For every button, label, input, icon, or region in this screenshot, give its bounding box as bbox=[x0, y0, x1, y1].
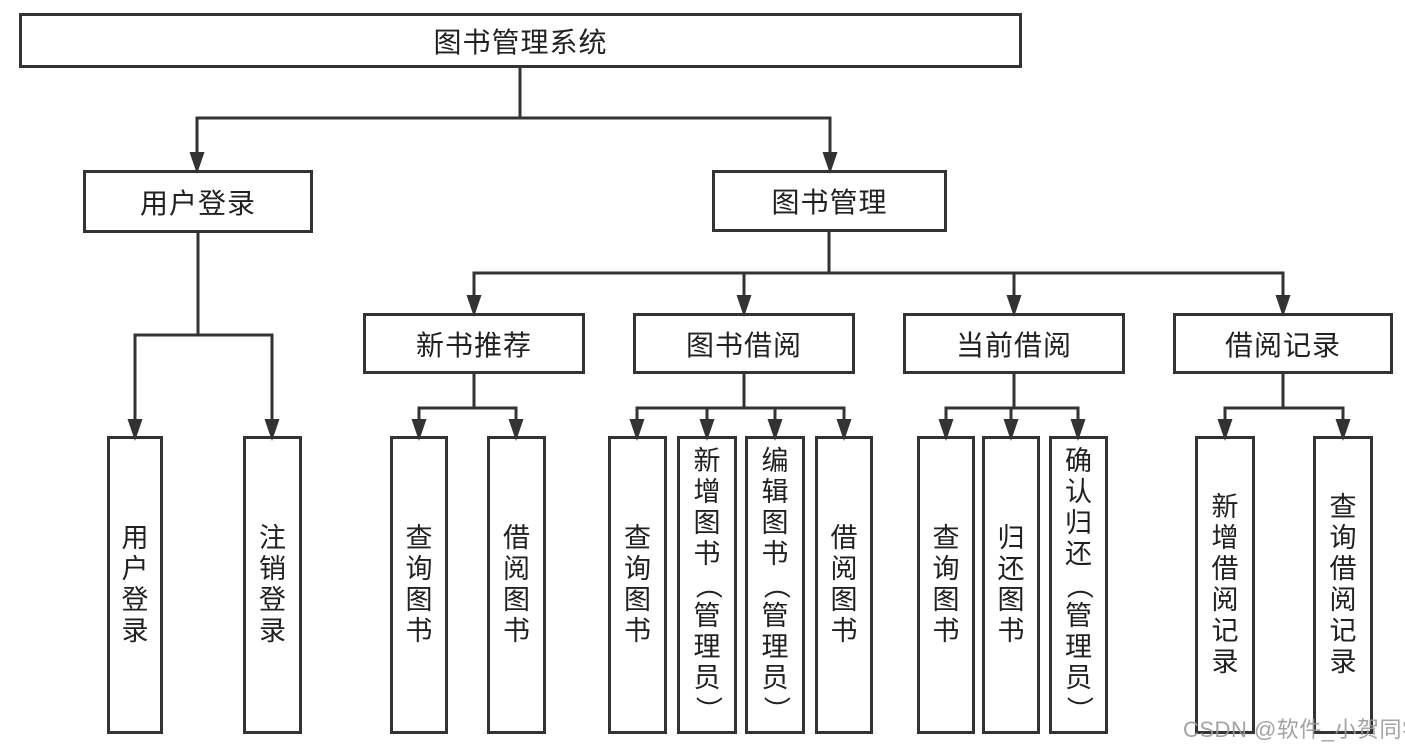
leaf-label: 查询图书 bbox=[932, 523, 960, 646]
node-label: 图书管理系统 bbox=[433, 26, 608, 58]
leaf-label: 借阅图书 bbox=[503, 523, 530, 646]
node-label: 图书管理 bbox=[771, 187, 888, 218]
leaf-borrow-books-borrow: 借阅图书 bbox=[815, 436, 873, 734]
node-label: 新书推荐 bbox=[415, 329, 532, 361]
leaf-label: 确认归还（管理员） bbox=[1064, 445, 1094, 723]
watermark: CSDN @软件_小贺同学 bbox=[1183, 717, 1405, 742]
leaf-label: 查询借阅记录 bbox=[1329, 492, 1357, 677]
leaf-label: 查询图书 bbox=[405, 523, 433, 646]
leaf-label: 注销登录 bbox=[259, 523, 286, 646]
node-library-management-system: 图书管理系统 bbox=[19, 13, 1022, 68]
leaf-borrow-books-newrec: 借阅图书 bbox=[487, 436, 546, 734]
leaf-label: 借阅图书 bbox=[830, 523, 858, 646]
node-label: 图书借阅 bbox=[685, 329, 802, 361]
leaf-add-books-admin: 新增图书（管理员） bbox=[677, 436, 737, 734]
leaf-label: 查询图书 bbox=[624, 523, 651, 646]
node-book-borrowing: 图书借阅 bbox=[633, 313, 855, 374]
leaf-query-books-borrow: 查询图书 bbox=[608, 436, 667, 734]
node-new-book-recommend: 新书推荐 bbox=[363, 313, 585, 374]
leaf-label: 用户登录 bbox=[121, 523, 149, 646]
leaf-query-books-current: 查询图书 bbox=[917, 436, 975, 734]
leaf-query-borrow-record: 查询借阅记录 bbox=[1313, 436, 1373, 734]
leaf-confirm-return-admin: 确认归还（管理员） bbox=[1049, 436, 1108, 734]
node-label: 用户登录 bbox=[139, 187, 256, 219]
leaf-label: 新增图书（管理员） bbox=[692, 445, 723, 723]
node-label: 借阅记录 bbox=[1224, 329, 1341, 361]
leaf-label: 编辑图书（管理员） bbox=[760, 445, 791, 723]
leaf-add-borrow-record: 新增借阅记录 bbox=[1195, 436, 1255, 734]
node-book-management: 图书管理 bbox=[712, 170, 947, 232]
leaf-user-login: 用户登录 bbox=[107, 436, 163, 734]
leaf-edit-books-admin: 编辑图书（管理员） bbox=[745, 436, 805, 734]
leaf-label: 新增借阅记录 bbox=[1211, 492, 1239, 677]
node-current-borrowing: 当前借阅 bbox=[903, 313, 1125, 374]
leaf-label: 归还图书 bbox=[997, 523, 1025, 646]
node-label: 当前借阅 bbox=[955, 329, 1072, 361]
leaf-logout-login: 注销登录 bbox=[243, 436, 302, 734]
node-borrowing-records: 借阅记录 bbox=[1173, 313, 1393, 374]
leaf-query-books-newrec: 查询图书 bbox=[390, 436, 448, 734]
leaf-return-books: 归还图书 bbox=[982, 436, 1040, 734]
node-user-login: 用户登录 bbox=[83, 170, 313, 233]
